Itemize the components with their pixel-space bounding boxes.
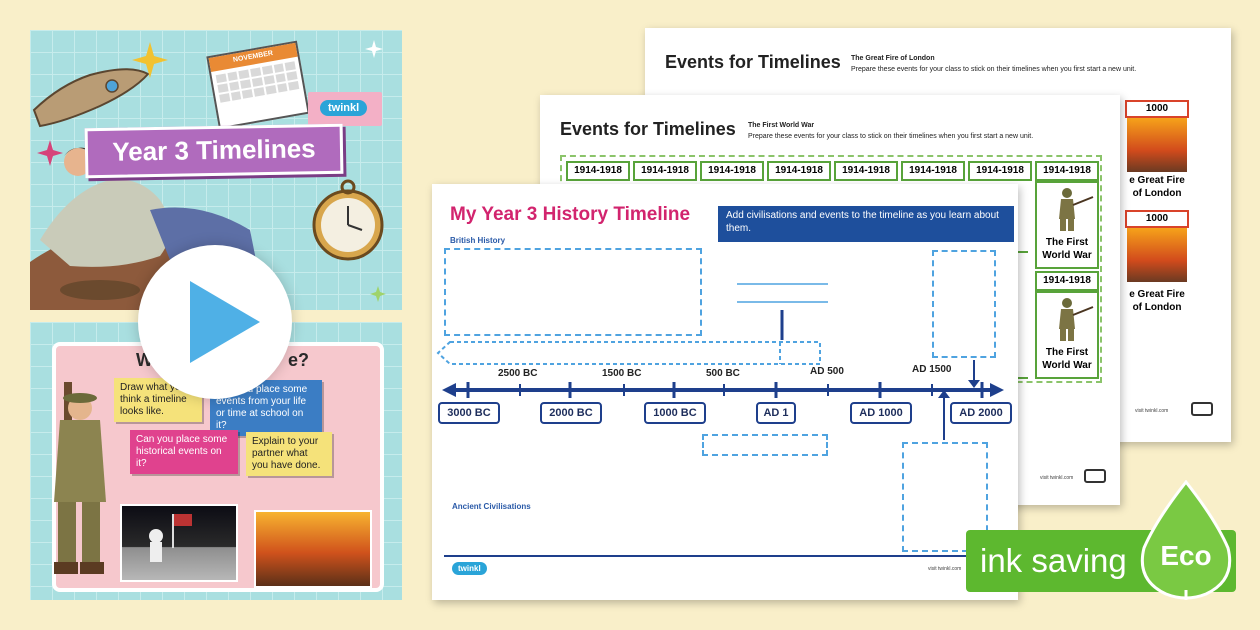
sheet-footer: visit twinkl.com — [1040, 475, 1074, 481]
card-edge — [1018, 251, 1028, 379]
tick-label: AD 1500 — [912, 364, 952, 375]
prompt-card: Can you place some historical events on … — [130, 430, 238, 474]
event-date: 1914-1918 — [700, 161, 764, 181]
star-icon — [37, 140, 63, 166]
event-box-dashed — [932, 250, 996, 358]
prompt-card: Can you place some events from your life… — [210, 380, 322, 436]
year-box: 3000 BC — [438, 402, 500, 424]
moon-landing-photo — [120, 504, 238, 582]
event-date: 1914-1918 — [1035, 161, 1099, 181]
fire-image — [1127, 228, 1187, 282]
event-box-dashed — [444, 248, 702, 336]
sheet-title: My Year 3 History Timeline — [450, 204, 691, 225]
event-box-dashed — [902, 442, 988, 552]
sheet-instruction: Prepare these events for your class to s… — [748, 133, 1034, 140]
star-icon — [370, 286, 386, 302]
calendar-icon: NOVEMBER — [206, 40, 310, 130]
pocket-watch-icon — [312, 179, 384, 261]
event-box-dashed — [702, 434, 828, 456]
event-date: 1914-1918 — [834, 161, 898, 181]
star-icon — [132, 42, 168, 78]
sheet-title: Events for Timelines — [560, 119, 736, 139]
sheet-footer: visit twinkl.com — [928, 566, 962, 572]
sheet-title: Events for Timelines — [665, 52, 841, 72]
worksheet-history-timeline[interactable]: My Year 3 History Timeline Add civilisat… — [432, 184, 1018, 600]
sheet-subheading: The First World War — [748, 122, 815, 129]
event-date: 1000 — [1125, 210, 1189, 228]
prompt-card: Explain to your partner what you have do… — [246, 432, 332, 476]
tick-label: AD 500 — [810, 366, 844, 377]
tick-label: 500 BC — [706, 368, 740, 379]
question-title-end: e? — [288, 350, 310, 370]
year-box: 1000 BC — [644, 402, 706, 424]
soldier-illustration — [54, 382, 106, 574]
timeline-graphic — [436, 283, 1006, 557]
soldier-icon — [1059, 298, 1094, 341]
star-icon — [365, 40, 383, 58]
event-date: 1914-1918 — [566, 161, 630, 181]
sheet-subheading: The Great Fire of London — [851, 55, 935, 62]
twinkl-logo: twinkl — [452, 562, 487, 575]
event-date: 1914-1918 — [968, 161, 1032, 181]
event-date: 1914-1918 — [901, 161, 965, 181]
printer-icon — [1191, 402, 1213, 416]
slide2-illustrations — [54, 382, 106, 574]
rocket-icon — [32, 68, 150, 128]
fire-image — [1127, 118, 1187, 172]
year-box: AD 2000 — [950, 402, 1012, 424]
ancient-civilisations-label: Ancient Civilisations — [452, 502, 531, 511]
sheet-instruction: Add civilisations and events to the time… — [718, 206, 1014, 242]
event-date: 1914-1918 — [1035, 271, 1099, 291]
astronaut-icon — [149, 514, 192, 562]
year-box: AD 1000 — [850, 402, 912, 424]
tick-label: 2500 BC — [498, 368, 538, 379]
printer-icon — [1084, 469, 1106, 483]
play-button[interactable] — [138, 245, 292, 399]
year-box: 2000 BC — [540, 402, 602, 424]
eco-badge-text: Eco — [1160, 540, 1212, 571]
brand-tag: twinkl — [308, 92, 382, 126]
event-date: 1914-1918 — [633, 161, 697, 181]
eco-leaf-icon — [1140, 480, 1232, 600]
sheet-footer: visit twinkl.com — [1135, 408, 1169, 414]
year-box: AD 1 — [756, 402, 796, 424]
british-history-label: British History — [450, 236, 506, 245]
great-fire-photo — [254, 510, 372, 588]
event-date: 1000 — [1125, 100, 1189, 118]
twinkl-logo: twinkl — [320, 100, 368, 116]
ink-saving-label: ink saving — [980, 542, 1127, 579]
slide-title: Year 3 Timelines — [84, 123, 344, 179]
play-icon — [190, 281, 260, 363]
event-date: 1914-1918 — [767, 161, 831, 181]
soldier-icon — [1059, 188, 1094, 231]
sheet-instruction: Prepare these events for your class to s… — [851, 66, 1137, 73]
tick-label: 1500 BC — [602, 368, 642, 379]
